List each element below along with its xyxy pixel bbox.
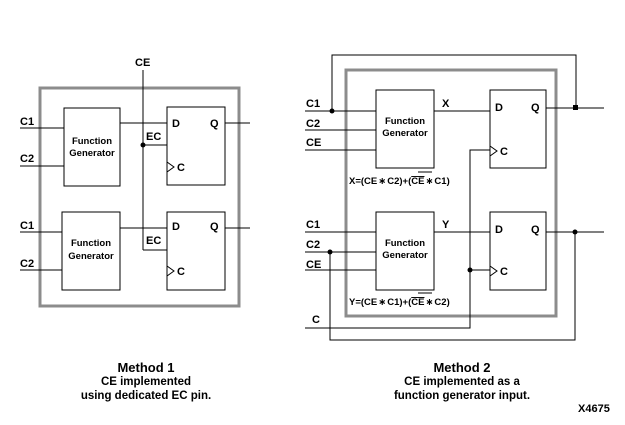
method1-ce-label: CE: [135, 57, 150, 69]
method1-bottom-c2-label: C2: [20, 258, 34, 270]
method2-top-clock-marker: [489, 145, 498, 157]
method2-caption-line1: CE implemented as a: [404, 376, 520, 388]
method1-top-ff-c: C: [177, 162, 185, 174]
method2-top-flip-flop: [489, 89, 547, 169]
method1-top-fg-line2: Generator: [69, 148, 115, 159]
method1-bottom-c1-label: C1: [20, 220, 34, 232]
method2-top-function-generator: [375, 89, 435, 169]
method2-top-eq-ce-bar: CE: [411, 176, 424, 187]
method2-top-c1-label: C1: [306, 98, 320, 110]
method1-bottom-fg-line1: Function: [71, 238, 111, 249]
method2-bottom-fg-line2: Generator: [382, 250, 428, 261]
method2-top-fg-line2: Generator: [382, 128, 428, 139]
method2-bottom-q-junction: [572, 229, 578, 235]
method2-top-feedback-loop: [331, 54, 577, 111]
method2-diagram: C1 C2 CE Function Generator X D Q C X=(C…: [305, 54, 604, 402]
method2-top-ff-q: Q: [531, 102, 540, 114]
method1-caption-title: Method 1: [117, 360, 174, 375]
method2-bottom-fg-line1: Function: [385, 238, 425, 249]
method2-caption-line2: function generator input.: [394, 390, 530, 402]
method1-bottom-function-generator: [61, 211, 121, 291]
method1-top-flip-flop: [166, 106, 226, 186]
method1-caption-line2: using dedicated EC pin.: [81, 390, 211, 402]
method1-top-fg-line1: Function: [72, 136, 112, 147]
method1-caption-line1: CE implemented: [101, 376, 191, 388]
method2-bottom-eq-part-c: C2): [434, 297, 449, 308]
method2-bottom-c1-label: C1: [306, 219, 320, 231]
method2-bottom-eq-ce-bar: CE: [411, 297, 424, 308]
method1-bottom-clock-marker: [166, 265, 175, 277]
method2-bottom-eq-part-b: C1)+(: [387, 297, 412, 308]
method1-bottom-ff-c: C: [177, 266, 185, 278]
method2-bottom-function-generator: [375, 211, 435, 291]
method1-top-ff-d: D: [172, 118, 180, 130]
method2-outer-frame: [344, 68, 558, 318]
method2-bottom-equation: Y=(CE∗C1)+(CE∗C2): [349, 297, 450, 308]
method1-bottom-ff-q: Q: [210, 221, 219, 233]
method2-top-equation: X=(CE∗C2)+(CE∗C1): [349, 176, 450, 187]
method2-clock-label: C: [312, 314, 320, 326]
method1-diagram: CE C1 C2 Function Generator D Q EC C C1 …: [20, 57, 250, 402]
method2-top-x-label: X: [442, 98, 450, 110]
method1-bottom-fg-line2: Generator: [68, 251, 114, 262]
method1-top-ff-q: Q: [210, 118, 219, 130]
method2-bottom-clock-marker: [489, 265, 498, 277]
method2-caption-title: Method 2: [433, 360, 490, 375]
method2-top-c2-label: C2: [306, 118, 320, 130]
method1-top-function-generator: [63, 107, 121, 187]
method2-bottom-feedback-loop: [329, 232, 576, 341]
method2-top-ff-c: C: [500, 146, 508, 158]
method1-bottom-flip-flop: [166, 211, 226, 291]
method2-bottom-ff-d: D: [495, 224, 503, 236]
method1-top-clock-marker: [166, 161, 175, 173]
method2-top-fg-line1: Function: [385, 116, 425, 127]
method1-top-c2-label: C2: [20, 153, 34, 165]
method2-bottom-ce-label: CE: [306, 259, 321, 271]
method2-bottom-c2-label: C2: [306, 239, 320, 251]
method1-bottom-ff-d: D: [172, 221, 180, 233]
method1-top-ff-ec: EC: [146, 131, 161, 143]
method2-bottom-c2-junction: [327, 249, 333, 255]
method2-top-eq-part-b: C2)+(: [387, 176, 412, 187]
method2-top-eq-part-a: X=(CE: [349, 176, 377, 187]
method1-outer-frame: [38, 86, 241, 308]
method2-bottom-y-label: Y: [442, 219, 450, 231]
method2-top-eq-part-c: C1): [434, 176, 449, 187]
method2-bottom-ff-c: C: [500, 266, 508, 278]
method2-top-ff-d: D: [495, 102, 503, 114]
method2-bottom-ff-q: Q: [531, 224, 540, 236]
method2-clock-net: [305, 149, 490, 329]
method1-top-c1-label: C1: [20, 116, 34, 128]
method1-bottom-ff-ec: EC: [146, 235, 161, 247]
method2-top-ce-label: CE: [306, 137, 321, 149]
method2-bottom-eq-part-a: Y=(CE: [349, 297, 377, 308]
figure-id: X4675: [578, 403, 610, 415]
method2-bottom-flip-flop: [489, 211, 547, 291]
